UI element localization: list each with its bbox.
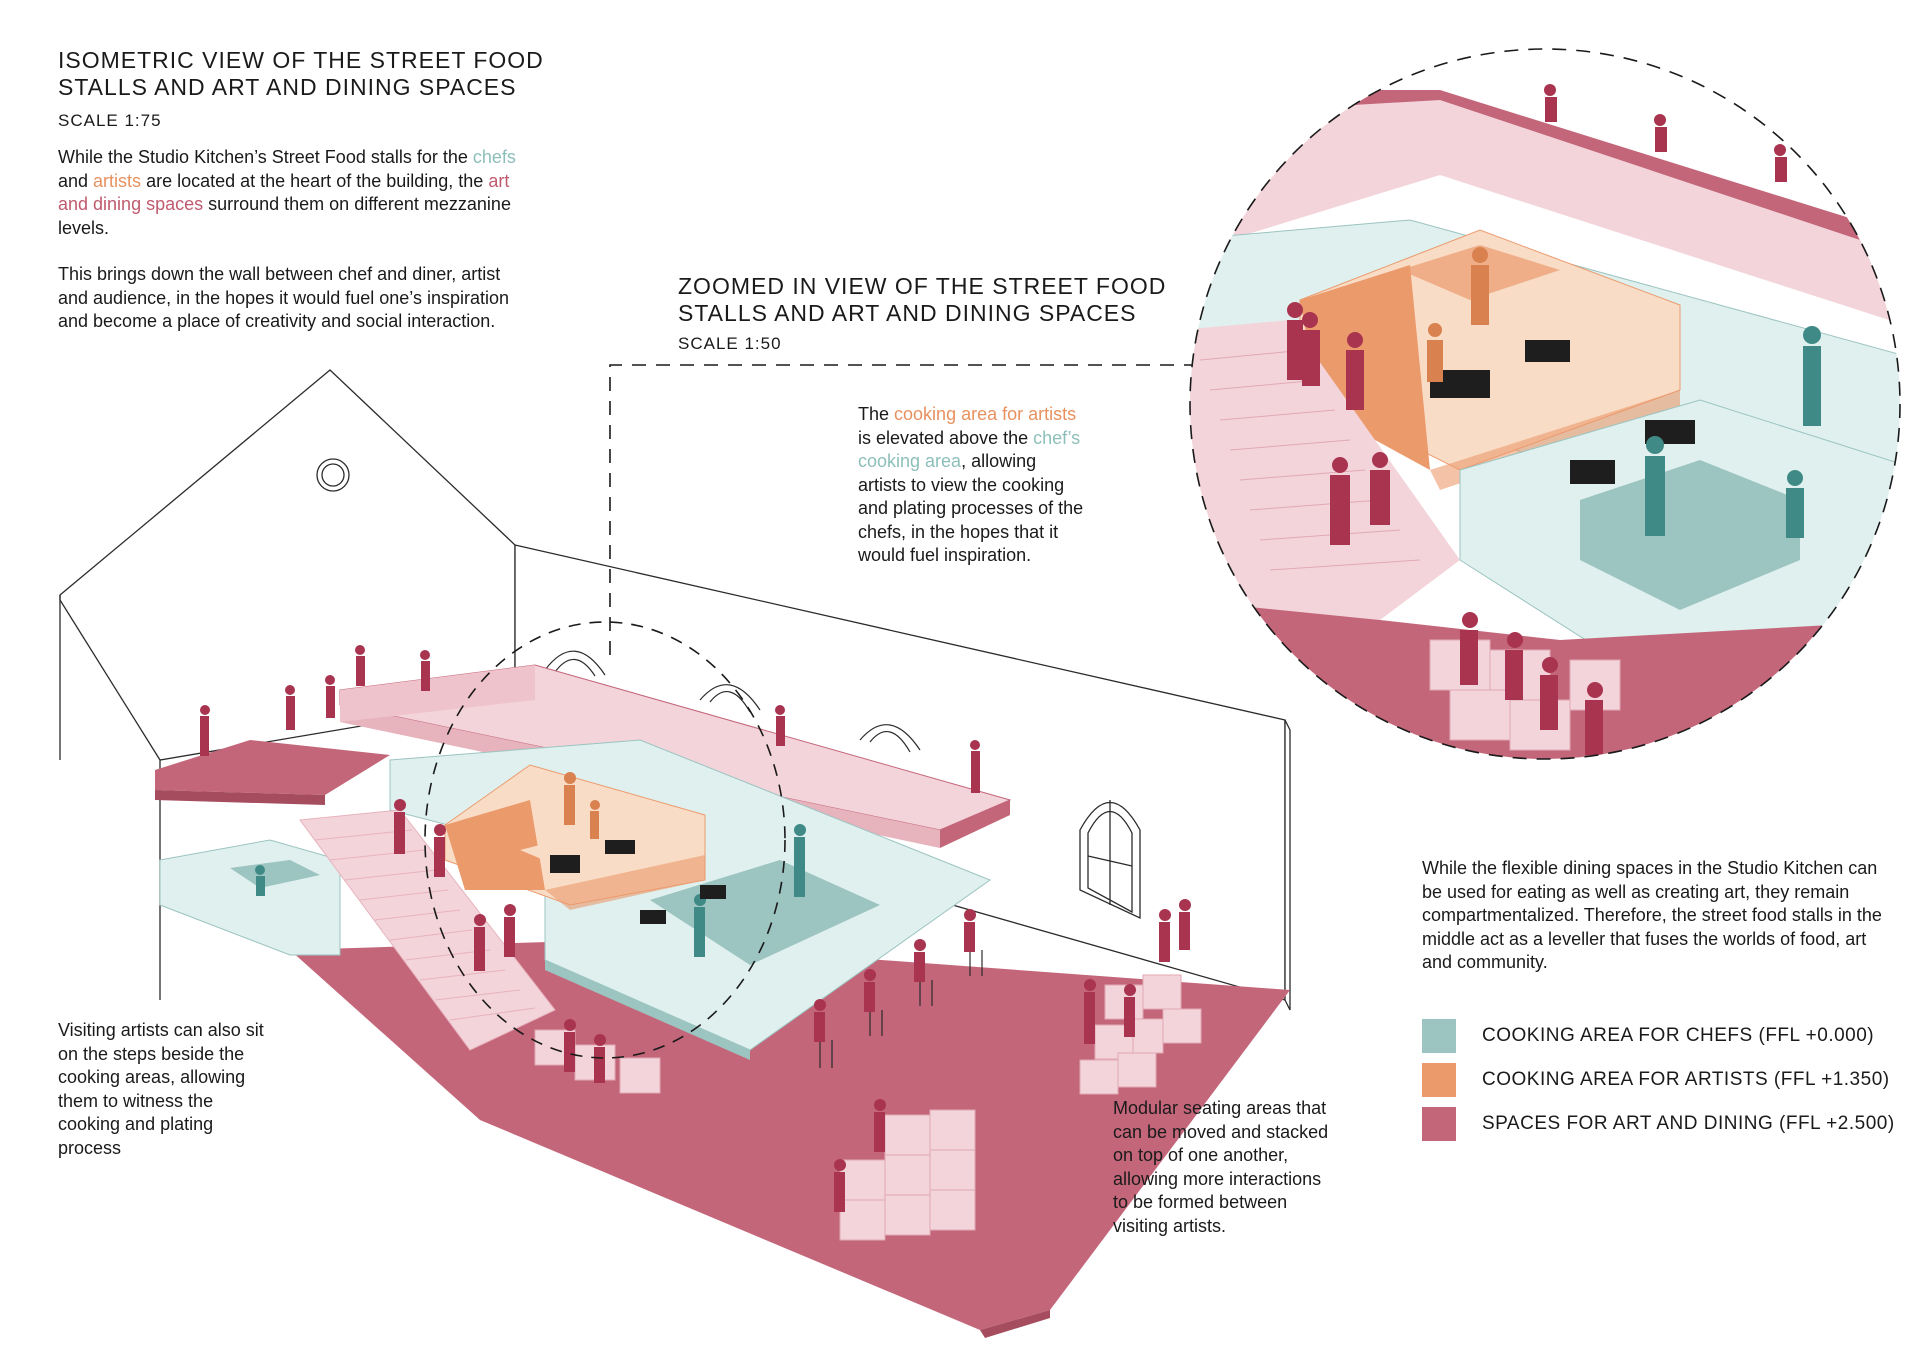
modular-seating	[534, 974, 1202, 1241]
legend-swatch-artists	[1422, 1063, 1456, 1097]
arched-windows	[544, 650, 921, 753]
cooktops-main	[550, 840, 726, 924]
intro-text-b: and	[58, 170, 94, 191]
legend-item-dining: SPACES FOR ART AND DINING (FFL +2.500)	[1422, 1106, 1895, 1142]
intro-text: While the Studio Kitchen’s Street Food s…	[58, 146, 523, 334]
intro-paragraph-1: While the Studio Kitchen’s Street Food s…	[58, 146, 523, 240]
legend-label-dining: SPACES FOR ART AND DINING (FFL +2.500)	[1482, 1113, 1895, 1134]
modular-note: Modular seating areas that can be moved …	[1113, 1098, 1329, 1236]
chefs-highlight: chefs	[472, 147, 516, 167]
artists-highlight: artists	[93, 170, 142, 191]
main-title: ISOMETRIC VIEW OF THE STREET FOOD STALLS…	[58, 47, 544, 100]
intro-text-d: surround them on different mezzanine lev…	[58, 194, 511, 238]
legend-item-artists: COOKING AREA FOR ARTISTS (FFL +1.350)	[1422, 1062, 1890, 1098]
artist-cooking-area	[444, 764, 706, 910]
legend-swatch-dining	[1422, 1107, 1456, 1141]
legend-swatch-chefs	[1422, 1019, 1456, 1053]
legend-item-chefs: COOKING AREA FOR CHEFS (FFL +0.000)	[1422, 1018, 1874, 1054]
legend-label-artists: COOKING AREA FOR ARTISTS (FFL +1.350)	[1482, 1069, 1890, 1090]
zoom-marker-small	[424, 621, 786, 1059]
gothic-window	[1079, 800, 1141, 920]
stools	[819, 950, 983, 1068]
spaces-highlight: art and dining spaces	[58, 170, 510, 215]
main-scale: SCALE 1:75	[58, 111, 162, 130]
cooking-note-b: is elevated above the	[858, 427, 1034, 448]
cooking-note-c: , allowing artists to view the cooking a…	[858, 451, 1084, 565]
intro-text-c: are located at the heart of the building…	[141, 170, 489, 191]
intro-paragraph-2: This brings down the wall between chef a…	[58, 264, 509, 331]
cooking-note-a: The	[858, 404, 895, 424]
flexible-note: While the flexible dining spaces in the …	[1422, 858, 1882, 972]
artists-area-highlight: cooking area for artists	[894, 404, 1077, 424]
legend-label-chefs: COOKING AREA FOR CHEFS (FFL +0.000)	[1482, 1025, 1875, 1046]
zoom-circle-outline	[1189, 48, 1901, 760]
zoom-scale: SCALE 1:50	[678, 334, 782, 353]
figures-main	[200, 645, 1191, 1212]
zoom-circle-content	[1190, 49, 1900, 759]
intro-text-a: While the Studio Kitchen’s Street Food s…	[58, 147, 473, 167]
zoom-leader-line	[609, 364, 1200, 655]
chefs-area-highlight: chef’s cooking area	[858, 427, 1081, 472]
cooking-note: The cooking area for artists is elevated…	[858, 403, 1088, 568]
left-mezzanine	[155, 740, 390, 805]
zoom-title: ZOOMED IN VIEW OF THE STREET FOOD STALLS…	[678, 273, 1167, 326]
steps-note: Visiting artists can also sit on the ste…	[58, 1020, 264, 1158]
